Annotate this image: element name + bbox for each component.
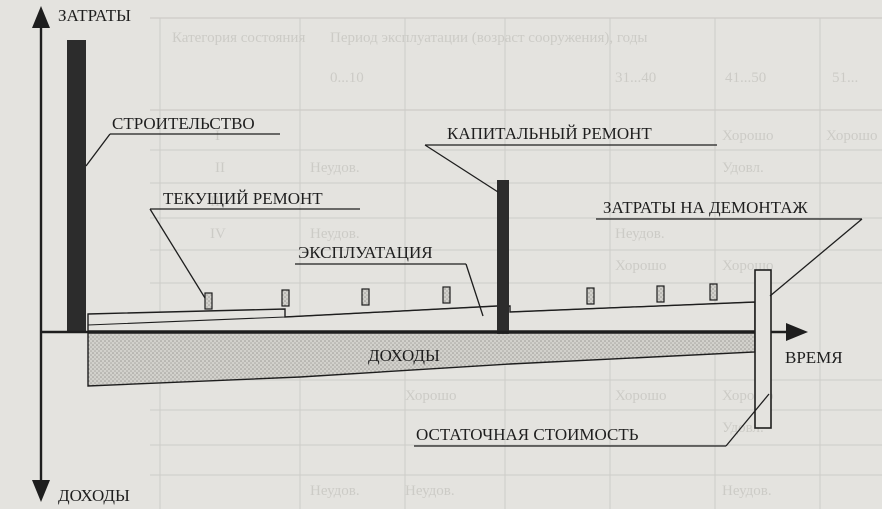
label-dismantling-costs: ЗАТРАТЫ НА ДЕМОНТАЖ: [603, 198, 808, 217]
dismantling-residual-bar: [754, 269, 772, 429]
repair-mark: [204, 292, 213, 310]
label-income: ДОХОДЫ: [368, 346, 440, 365]
leader-construction-tail: [85, 133, 111, 167]
bg-cell: Удовл.: [722, 420, 764, 436]
time-axis-arrow: [786, 323, 808, 341]
bg-cell: Неудов.: [310, 483, 360, 499]
label-current-repair: ТЕКУЩИЙ РЕМОНТ: [163, 189, 323, 208]
bg-cell: Неудов.: [722, 483, 772, 499]
costs-axis-arrow: [32, 6, 50, 28]
leader-current-repair-tail: [149, 208, 206, 299]
bg-cell: Хорошо: [615, 388, 666, 404]
bg-cell: Хорошо: [826, 128, 877, 144]
bg-cell: Неудов.: [405, 483, 455, 499]
bg-header-31-40: 31...40: [615, 70, 656, 86]
bg-cell: Неудов.: [310, 160, 360, 176]
bg-cell: Неудов.: [310, 226, 360, 242]
repair-mark: [709, 283, 718, 301]
repair-mark: [442, 286, 451, 304]
repair-mark: [656, 285, 665, 303]
bg-cell: Хорошо: [722, 128, 773, 144]
axis-label-income: ДОХОДЫ: [58, 486, 130, 505]
leader-dismantling-tail: [769, 218, 863, 297]
bg-header-period: Период эксплуатации (возраст сооружения)…: [330, 30, 647, 46]
bg-cell: Неудов.: [615, 226, 665, 242]
bg-header-51: 51...: [832, 70, 858, 86]
label-capital-repair: КАПИТАЛЬНЫЙ РЕМОНТ: [447, 124, 652, 143]
bg-cell: Хорошо: [615, 258, 666, 274]
repair-mark: [586, 287, 595, 305]
leader-capital-repair-tail: [424, 144, 499, 193]
leader-operation-tail: [465, 263, 484, 317]
repair-mark: [361, 288, 370, 306]
axis-label-time: ВРЕМЯ: [785, 348, 843, 367]
label-construction: СТРОИТЕЛЬСТВО: [112, 114, 255, 133]
bg-row-label: II: [215, 160, 225, 176]
bg-row-label: III: [210, 194, 225, 210]
operation-sawtooth-line: [87, 301, 756, 326]
bg-row-label: IV: [210, 226, 226, 242]
bg-cell: Хорошо: [405, 388, 456, 404]
bg-cell: Удовл.: [722, 160, 764, 176]
construction-bar: [67, 40, 86, 332]
capital-repair-bar: [497, 180, 509, 334]
bg-header-0-10: 0...10: [330, 70, 364, 86]
bg-header-category: Категория состояния: [172, 30, 305, 46]
income-axis-arrow: [32, 480, 50, 502]
leader-lines: [85, 133, 863, 447]
label-residual-value: ОСТАТОЧНАЯ СТОИМОСТЬ: [416, 425, 639, 444]
bg-header-41-50: 41...50: [725, 70, 766, 86]
bg-row-label: I: [215, 128, 220, 144]
current-repair-marks: [204, 283, 718, 310]
leader-residual-tail: [725, 393, 770, 447]
repair-mark: [281, 289, 290, 307]
axis-label-costs: ЗАТРАТЫ: [58, 6, 131, 25]
label-operation: ЭКСПЛУАТАЦИЯ: [298, 243, 433, 262]
